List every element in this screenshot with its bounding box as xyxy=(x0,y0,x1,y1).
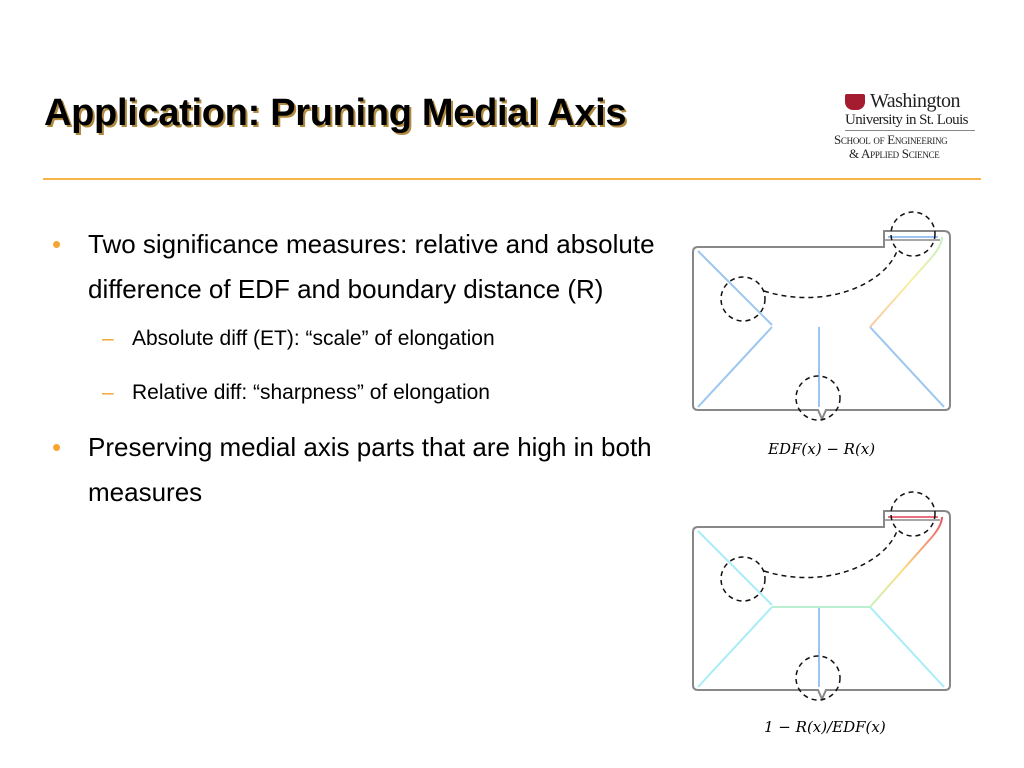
shield-icon xyxy=(845,94,865,110)
bullet-list: • Two significance measures: relative an… xyxy=(52,222,672,515)
logo-line-4: & Applied Science xyxy=(849,146,940,161)
title-divider xyxy=(43,178,981,180)
dashed-regions xyxy=(720,491,936,701)
sub-bullet-text: Relative diff: “sharpness” of elongation xyxy=(132,381,490,404)
medial-axis-lines xyxy=(697,236,945,408)
logo-line-2: University in St. Louis xyxy=(845,112,968,128)
figure-caption: 1 − R(x)/EDF(x) xyxy=(764,718,886,736)
university-logo: Washington University in St. Louis Schoo… xyxy=(832,88,988,164)
medial-axis-lines xyxy=(697,516,945,688)
logo-line-1: Washington xyxy=(870,90,961,112)
bullet-text: Two significance measures: relative and … xyxy=(88,229,655,304)
medial-axis-figure-relative xyxy=(692,491,951,702)
medial-axis-figure-absolute xyxy=(692,211,951,422)
bullet-item: • Two significance measures: relative an… xyxy=(52,222,672,312)
bullet-dot-icon: • xyxy=(52,432,62,462)
shape-outline xyxy=(692,510,951,702)
slide-title: Application: Pruning Medial Axis xyxy=(44,92,627,134)
bullet-dash-icon: – xyxy=(102,381,114,404)
bullet-item: • Preserving medial axis parts that are … xyxy=(52,425,672,515)
bullet-text: Preserving medial axis parts that are hi… xyxy=(88,432,652,507)
sub-bullet-item: – Relative diff: “sharpness” of elongati… xyxy=(52,378,672,408)
sub-bullet-text: Absolute diff (ET): “scale” of elongatio… xyxy=(132,327,495,350)
logo-line-3: School of Engineering xyxy=(834,132,948,147)
shape-outline xyxy=(692,230,951,422)
bullet-dot-icon: • xyxy=(52,229,62,259)
bullet-dash-icon: – xyxy=(102,327,114,350)
logo-divider xyxy=(845,130,975,131)
sub-bullet-item: – Absolute diff (ET): “scale” of elongat… xyxy=(52,324,672,354)
figure-caption: EDF(x) − R(x) xyxy=(768,440,876,458)
dashed-regions xyxy=(720,211,936,421)
